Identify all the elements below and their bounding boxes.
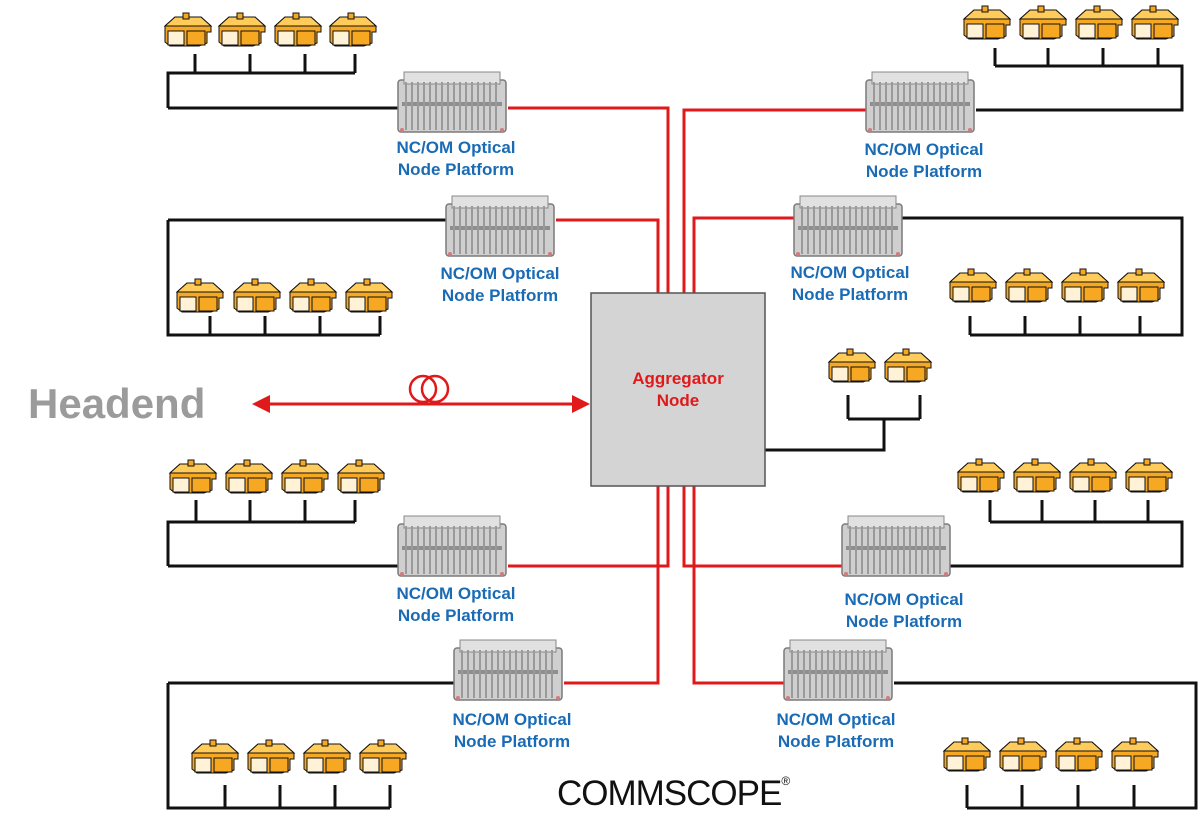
optical-node-icon	[445, 195, 555, 257]
house-icon	[176, 278, 224, 313]
node-label-line2: Node Platform	[845, 612, 963, 631]
house-icon	[1075, 5, 1123, 40]
node-label-line2: Node Platform	[453, 732, 571, 751]
house-icon	[1125, 458, 1173, 493]
house-icon	[337, 459, 385, 494]
node-label-line2: Node Platform	[777, 732, 895, 751]
node-label-line1: NC/OM Optical	[452, 710, 572, 729]
house-icon	[1005, 268, 1053, 303]
coax-line	[166, 683, 390, 810]
node-label-line1: NC/OM Optical	[864, 140, 984, 159]
node-label-line1: NC/OM Optical	[440, 264, 560, 283]
optical-node-icon	[793, 195, 903, 257]
optical-node-icon	[865, 71, 975, 133]
house-icon	[289, 278, 337, 313]
aggregator-label-line2: Node	[656, 391, 700, 410]
house-icon	[359, 739, 407, 774]
house-icon	[1061, 268, 1109, 303]
node-label-line1: NC/OM Optical	[844, 590, 964, 609]
house-icon	[884, 348, 932, 383]
node-label-line2: Node Platform	[791, 285, 909, 304]
node-label-line1: NC/OM Optical	[396, 138, 516, 157]
node-label-line1: NC/OM Optical	[396, 584, 516, 603]
headend-label: Headend	[28, 380, 206, 427]
coax-line	[950, 520, 1184, 568]
coax-line	[765, 419, 886, 452]
house-icon	[329, 12, 377, 47]
coax-line	[902, 216, 1184, 337]
node-label-line2: Node Platform	[441, 286, 559, 305]
fiber-line	[692, 216, 794, 293]
fiber-coil-icon	[408, 374, 450, 404]
house-icon	[281, 459, 329, 494]
house-icon	[1111, 737, 1159, 772]
fiber-line	[508, 106, 670, 293]
house-icon	[957, 458, 1005, 493]
house-icon	[303, 739, 351, 774]
optical-node-icon	[841, 515, 951, 577]
coax-line	[166, 220, 380, 337]
house-icon	[169, 459, 217, 494]
house-icon	[963, 5, 1011, 40]
coax-line	[894, 681, 1198, 810]
node-label-line1: NC/OM Optical	[776, 710, 896, 729]
house-icon	[191, 739, 239, 774]
house-icon	[1117, 268, 1165, 303]
house-icon	[1019, 5, 1067, 40]
fiber-line	[692, 486, 784, 685]
house-icon	[274, 12, 322, 47]
fiber-line	[682, 108, 866, 293]
house-icon	[345, 278, 393, 313]
house-icon	[828, 348, 876, 383]
optical-node-icon	[397, 71, 507, 133]
coax-line	[166, 71, 355, 108]
house-icon	[225, 459, 273, 494]
house-icon	[999, 737, 1047, 772]
house-icon	[233, 278, 281, 313]
house-icon	[949, 268, 997, 303]
coax-links	[166, 48, 1198, 810]
node-label-line2: Node Platform	[397, 606, 515, 625]
commscope-logo: COMMSCOPE®	[557, 774, 790, 814]
node-label-line1: NC/OM Optical	[790, 263, 910, 282]
house-icon	[1131, 5, 1179, 40]
optical-node-icon	[397, 515, 507, 577]
node-label-line2: Node Platform	[865, 162, 983, 181]
house-icon	[1013, 458, 1061, 493]
aggregator-node-label: Aggregator Node	[591, 368, 765, 412]
house-icon	[164, 12, 212, 47]
coax-line	[976, 64, 1184, 112]
logo-text: COMMSCOPE	[557, 774, 782, 813]
house-icon	[247, 739, 295, 774]
fiber-line	[556, 218, 660, 293]
optical-node-icon	[453, 639, 563, 701]
fiber-line	[564, 486, 660, 685]
headend-link	[252, 374, 590, 413]
optical-node-icon	[783, 639, 893, 701]
aggregator-node-box	[590, 292, 766, 487]
aggregator-label-line1: Aggregator	[632, 369, 724, 388]
house-icon	[943, 737, 991, 772]
registered-mark-icon: ®	[781, 774, 790, 788]
fiber-line	[508, 486, 670, 568]
node-label-line2: Node Platform	[397, 160, 515, 179]
fiber-links	[508, 106, 866, 685]
coax-line	[166, 520, 355, 566]
house-icon	[218, 12, 266, 47]
fiber-line	[682, 486, 842, 568]
house-icon	[1055, 737, 1103, 772]
house-icon	[1069, 458, 1117, 493]
